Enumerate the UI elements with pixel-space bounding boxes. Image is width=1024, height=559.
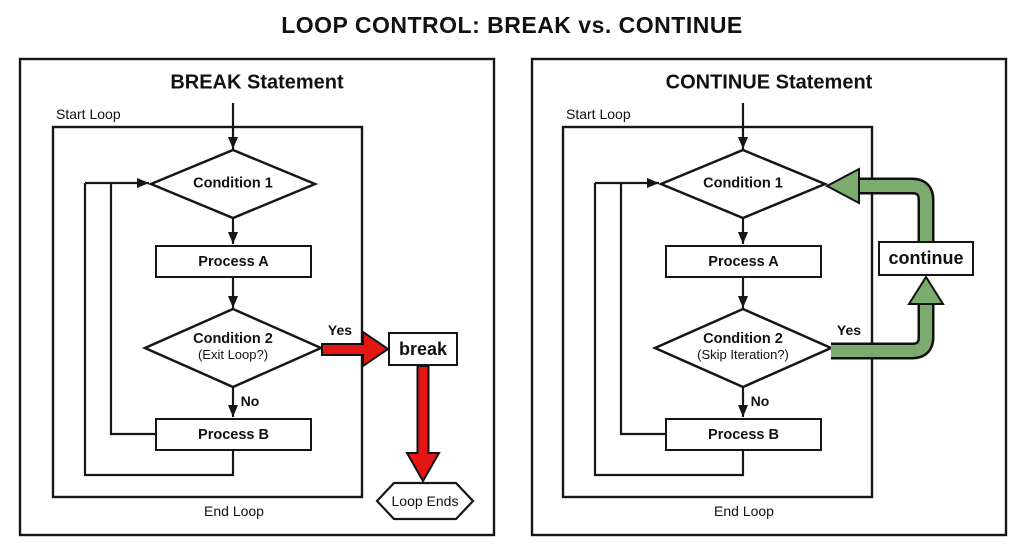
continue-inner-loopback-line xyxy=(619,183,665,436)
continue-condition2-diamond xyxy=(651,307,835,389)
continue-condition1-label: Condition 1 xyxy=(703,175,783,192)
continue-left-arrowhead xyxy=(824,167,860,205)
break-outer-loopback-line xyxy=(83,183,235,477)
continue-no-label: No xyxy=(750,392,770,409)
break-condition1-diamond xyxy=(147,148,319,220)
break-panel-frame xyxy=(18,57,496,537)
continue-condition1-diamond xyxy=(657,148,829,220)
break-yes-label: Yes xyxy=(327,321,353,338)
continue-keyword-label: continue xyxy=(888,248,964,268)
break-keyword-box: break xyxy=(388,332,458,366)
continue-loop-body-rect xyxy=(561,125,874,499)
break-inner-loopback-line xyxy=(109,183,155,436)
continue-outer-loopback-line xyxy=(593,183,745,477)
continue-keyword-box: continue xyxy=(878,241,974,276)
break-exit-arrow xyxy=(405,365,441,484)
continue-yes-label: Yes xyxy=(836,321,862,338)
break-condition2-sub-label: (Exit Loop?) xyxy=(197,346,269,362)
continue-panel-frame xyxy=(530,57,1008,537)
break-process-a-label: Process A xyxy=(198,253,269,270)
break-no-label: No xyxy=(240,392,260,409)
break-end-loop-label: End Loop xyxy=(204,502,264,519)
loop-ends-hexagon xyxy=(375,481,475,521)
break-panel-heading: BREAK Statement xyxy=(170,71,344,94)
page-title: LOOP CONTROL: BREAK vs. CONTINUE xyxy=(281,11,743,38)
break-process-b-label: Process B xyxy=(198,426,269,443)
continue-return-band xyxy=(857,180,932,241)
continue-panel-heading: CONTINUE Statement xyxy=(665,71,873,94)
continue-condition2-label-group: Condition 2 (Skip Iteration?) xyxy=(697,331,789,363)
continue-return-band-outline xyxy=(857,177,935,241)
break-condition2-label-group: Condition 2 (Exit Loop?) xyxy=(193,331,273,363)
continue-process-b-label: Process B xyxy=(708,426,779,443)
break-process-b-box: Process B xyxy=(155,418,312,451)
continue-up-arrowhead xyxy=(907,275,945,305)
continue-yes-band xyxy=(831,303,932,357)
break-condition2-diamond xyxy=(141,307,325,389)
continue-condition2-sub-label: (Skip Iteration?) xyxy=(697,346,789,362)
break-condition2-label: Condition 2 xyxy=(193,331,273,348)
continue-condition2-label: Condition 2 xyxy=(703,331,783,348)
break-keyword-label: break xyxy=(398,338,448,359)
continue-end-loop-label: End Loop xyxy=(714,502,774,519)
break-condition1-label: Condition 1 xyxy=(193,175,273,192)
loop-ends-label: Loop Ends xyxy=(391,492,459,509)
continue-start-loop-label: Start Loop xyxy=(566,106,631,122)
break-loop-body-rect xyxy=(51,125,364,499)
break-yes-arrow xyxy=(321,330,390,368)
continue-process-a-box: Process A xyxy=(665,245,822,278)
continue-process-b-box: Process B xyxy=(665,418,822,451)
break-start-loop-label: Start Loop xyxy=(56,106,121,122)
continue-process-a-label: Process A xyxy=(708,253,779,270)
break-process-a-box: Process A xyxy=(155,245,312,278)
